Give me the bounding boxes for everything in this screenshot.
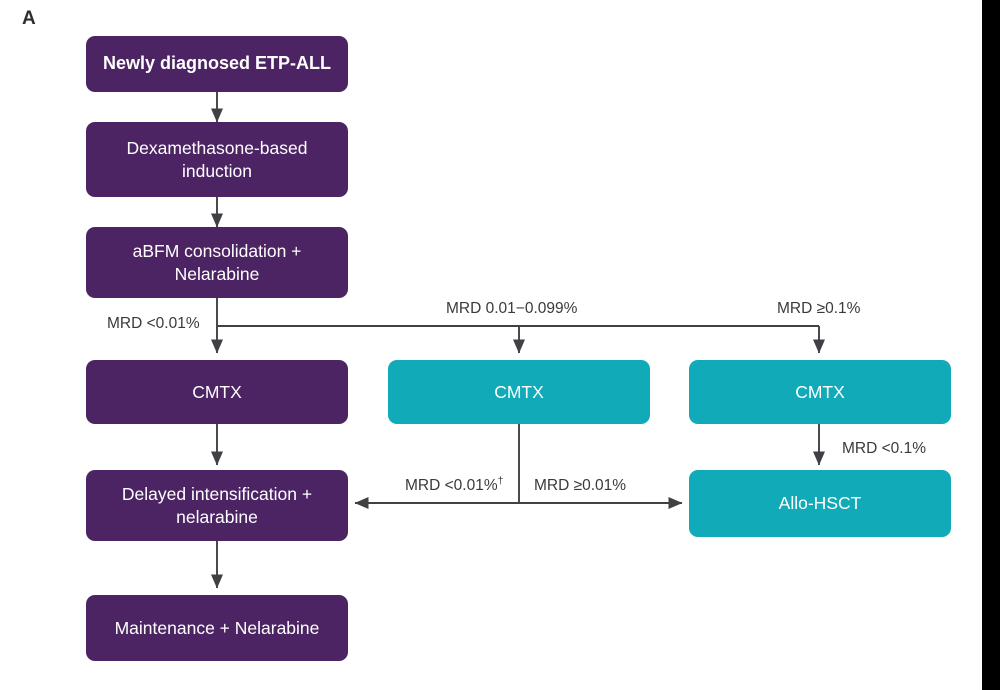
node-allo-hsct[interactable]: Allo-HSCT	[689, 470, 951, 537]
node-abfm-consolidation-nelarabine[interactable]: aBFM consolidation + Nelarabine	[86, 227, 348, 298]
right-edge-black-bar	[982, 0, 1000, 690]
edge-label-mrd-high: MRD ≥0.1%	[775, 300, 863, 318]
node-dexamethasone-induction[interactable]: Dexamethasone-based induction	[86, 122, 348, 197]
edge-label-mrd-back-right: MRD ≥0.01%	[532, 477, 629, 495]
edge-label-mrd-mid: MRD 0.01−0.099%	[444, 300, 580, 318]
node-cmtx-mrd-low[interactable]: CMTX	[86, 360, 348, 424]
edge-label-mrd-post-allo: MRD <0.1%	[840, 440, 928, 458]
edge-label-mrd-back-left: MRD <0.01%†	[403, 474, 506, 495]
node-cmtx-mrd-mid[interactable]: CMTX	[388, 360, 650, 424]
edge-label-mrd-low: MRD <0.01%	[105, 315, 202, 333]
panel-label: A	[22, 8, 36, 29]
node-cmtx-mrd-high[interactable]: CMTX	[689, 360, 951, 424]
node-maintenance-nelarabine[interactable]: Maintenance + Nelarabine	[86, 595, 348, 661]
node-newly-diagnosed-etp-all[interactable]: Newly diagnosed ETP-ALL	[86, 36, 348, 92]
edge-label-mrd-back-left-text: MRD <0.01%	[405, 477, 498, 494]
node-delayed-intensification-nelarabine[interactable]: Delayed intensification + nelarabine	[86, 470, 348, 541]
dagger-footnote-marker: †	[497, 474, 504, 487]
